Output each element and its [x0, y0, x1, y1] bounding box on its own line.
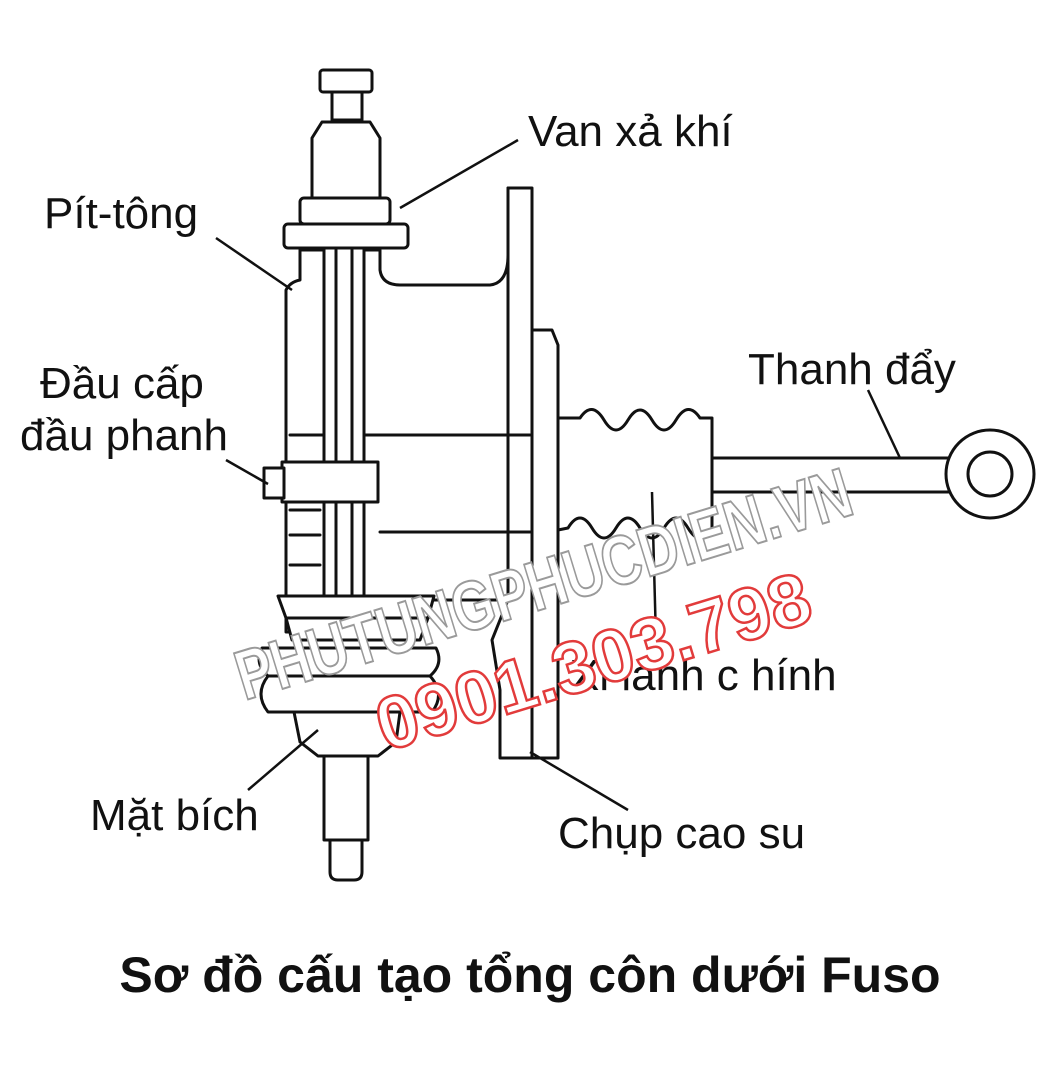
label-push-rod: Thanh đẩy	[748, 345, 956, 394]
label-brake-clamp-line1: Đầu cấp	[40, 359, 204, 408]
diagram-caption: Sơ đồ cấu tạo tổng côn dưới Fuso	[119, 947, 940, 1003]
leader-lines	[215, 138, 902, 812]
label-piston: Pít-tông	[44, 189, 198, 238]
push-rod	[698, 428, 1036, 520]
label-bleed-valve: Van xả khí	[528, 107, 733, 156]
lower-flange	[257, 594, 441, 882]
bellows	[556, 408, 714, 540]
mounting-plate	[490, 186, 560, 760]
piston-rod	[322, 246, 366, 610]
bleed-valve	[282, 68, 410, 250]
label-rubber-boot: Chụp cao su	[558, 809, 805, 858]
label-master-cylinder: Xi lanh c hính	[570, 651, 837, 700]
brake-clamp	[262, 460, 380, 504]
label-brake-clamp-line2: đầu phanh	[20, 411, 228, 460]
label-flange: Mặt bích	[90, 791, 259, 840]
